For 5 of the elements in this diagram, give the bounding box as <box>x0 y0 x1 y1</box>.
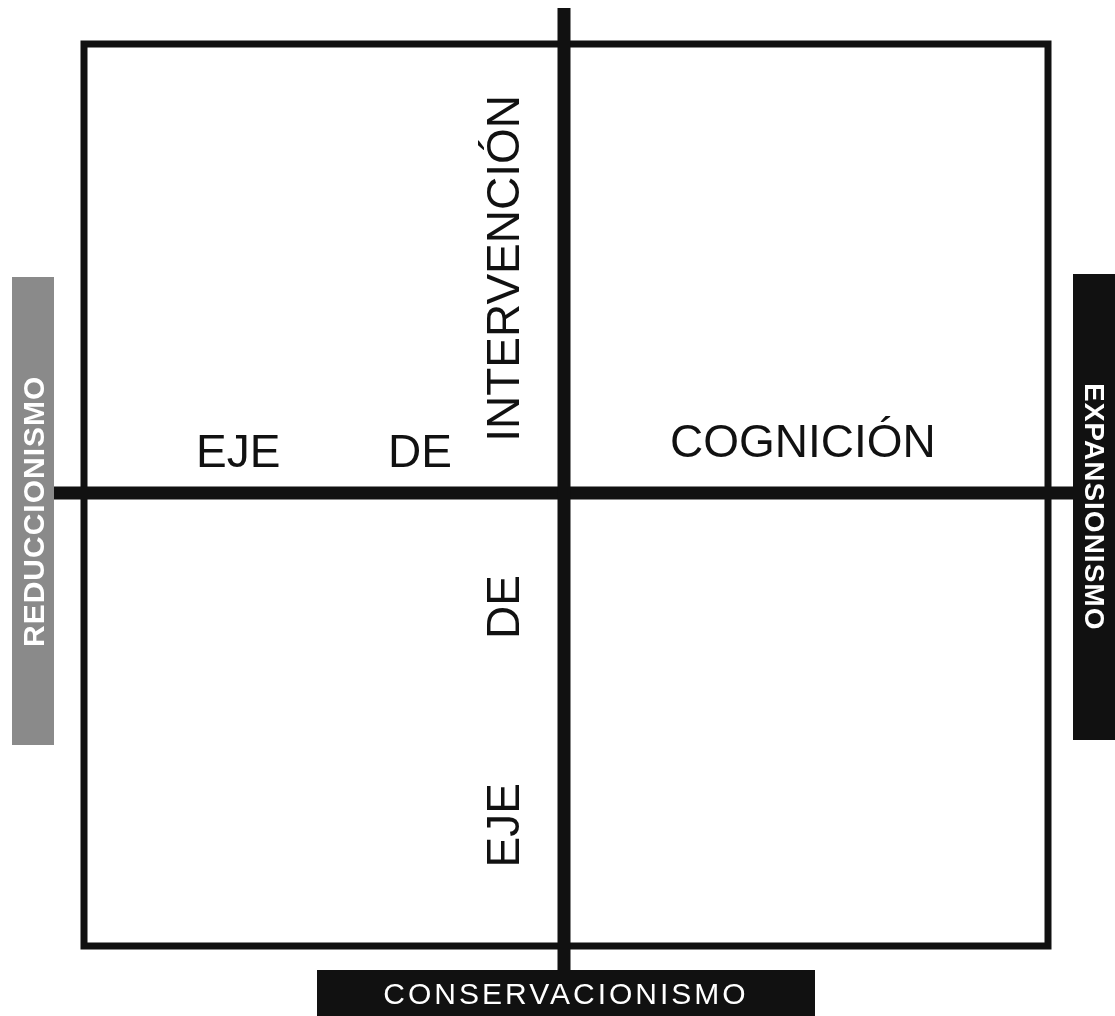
axis-pole-label: EXPANSIONISMO <box>1073 274 1115 740</box>
axis-pole-label: CONSERVACIONISMO <box>317 970 815 1016</box>
axis-pole-label: REDUCCIONISMO <box>12 277 54 745</box>
axis-line <box>54 486 1073 500</box>
axis-line <box>557 8 571 970</box>
